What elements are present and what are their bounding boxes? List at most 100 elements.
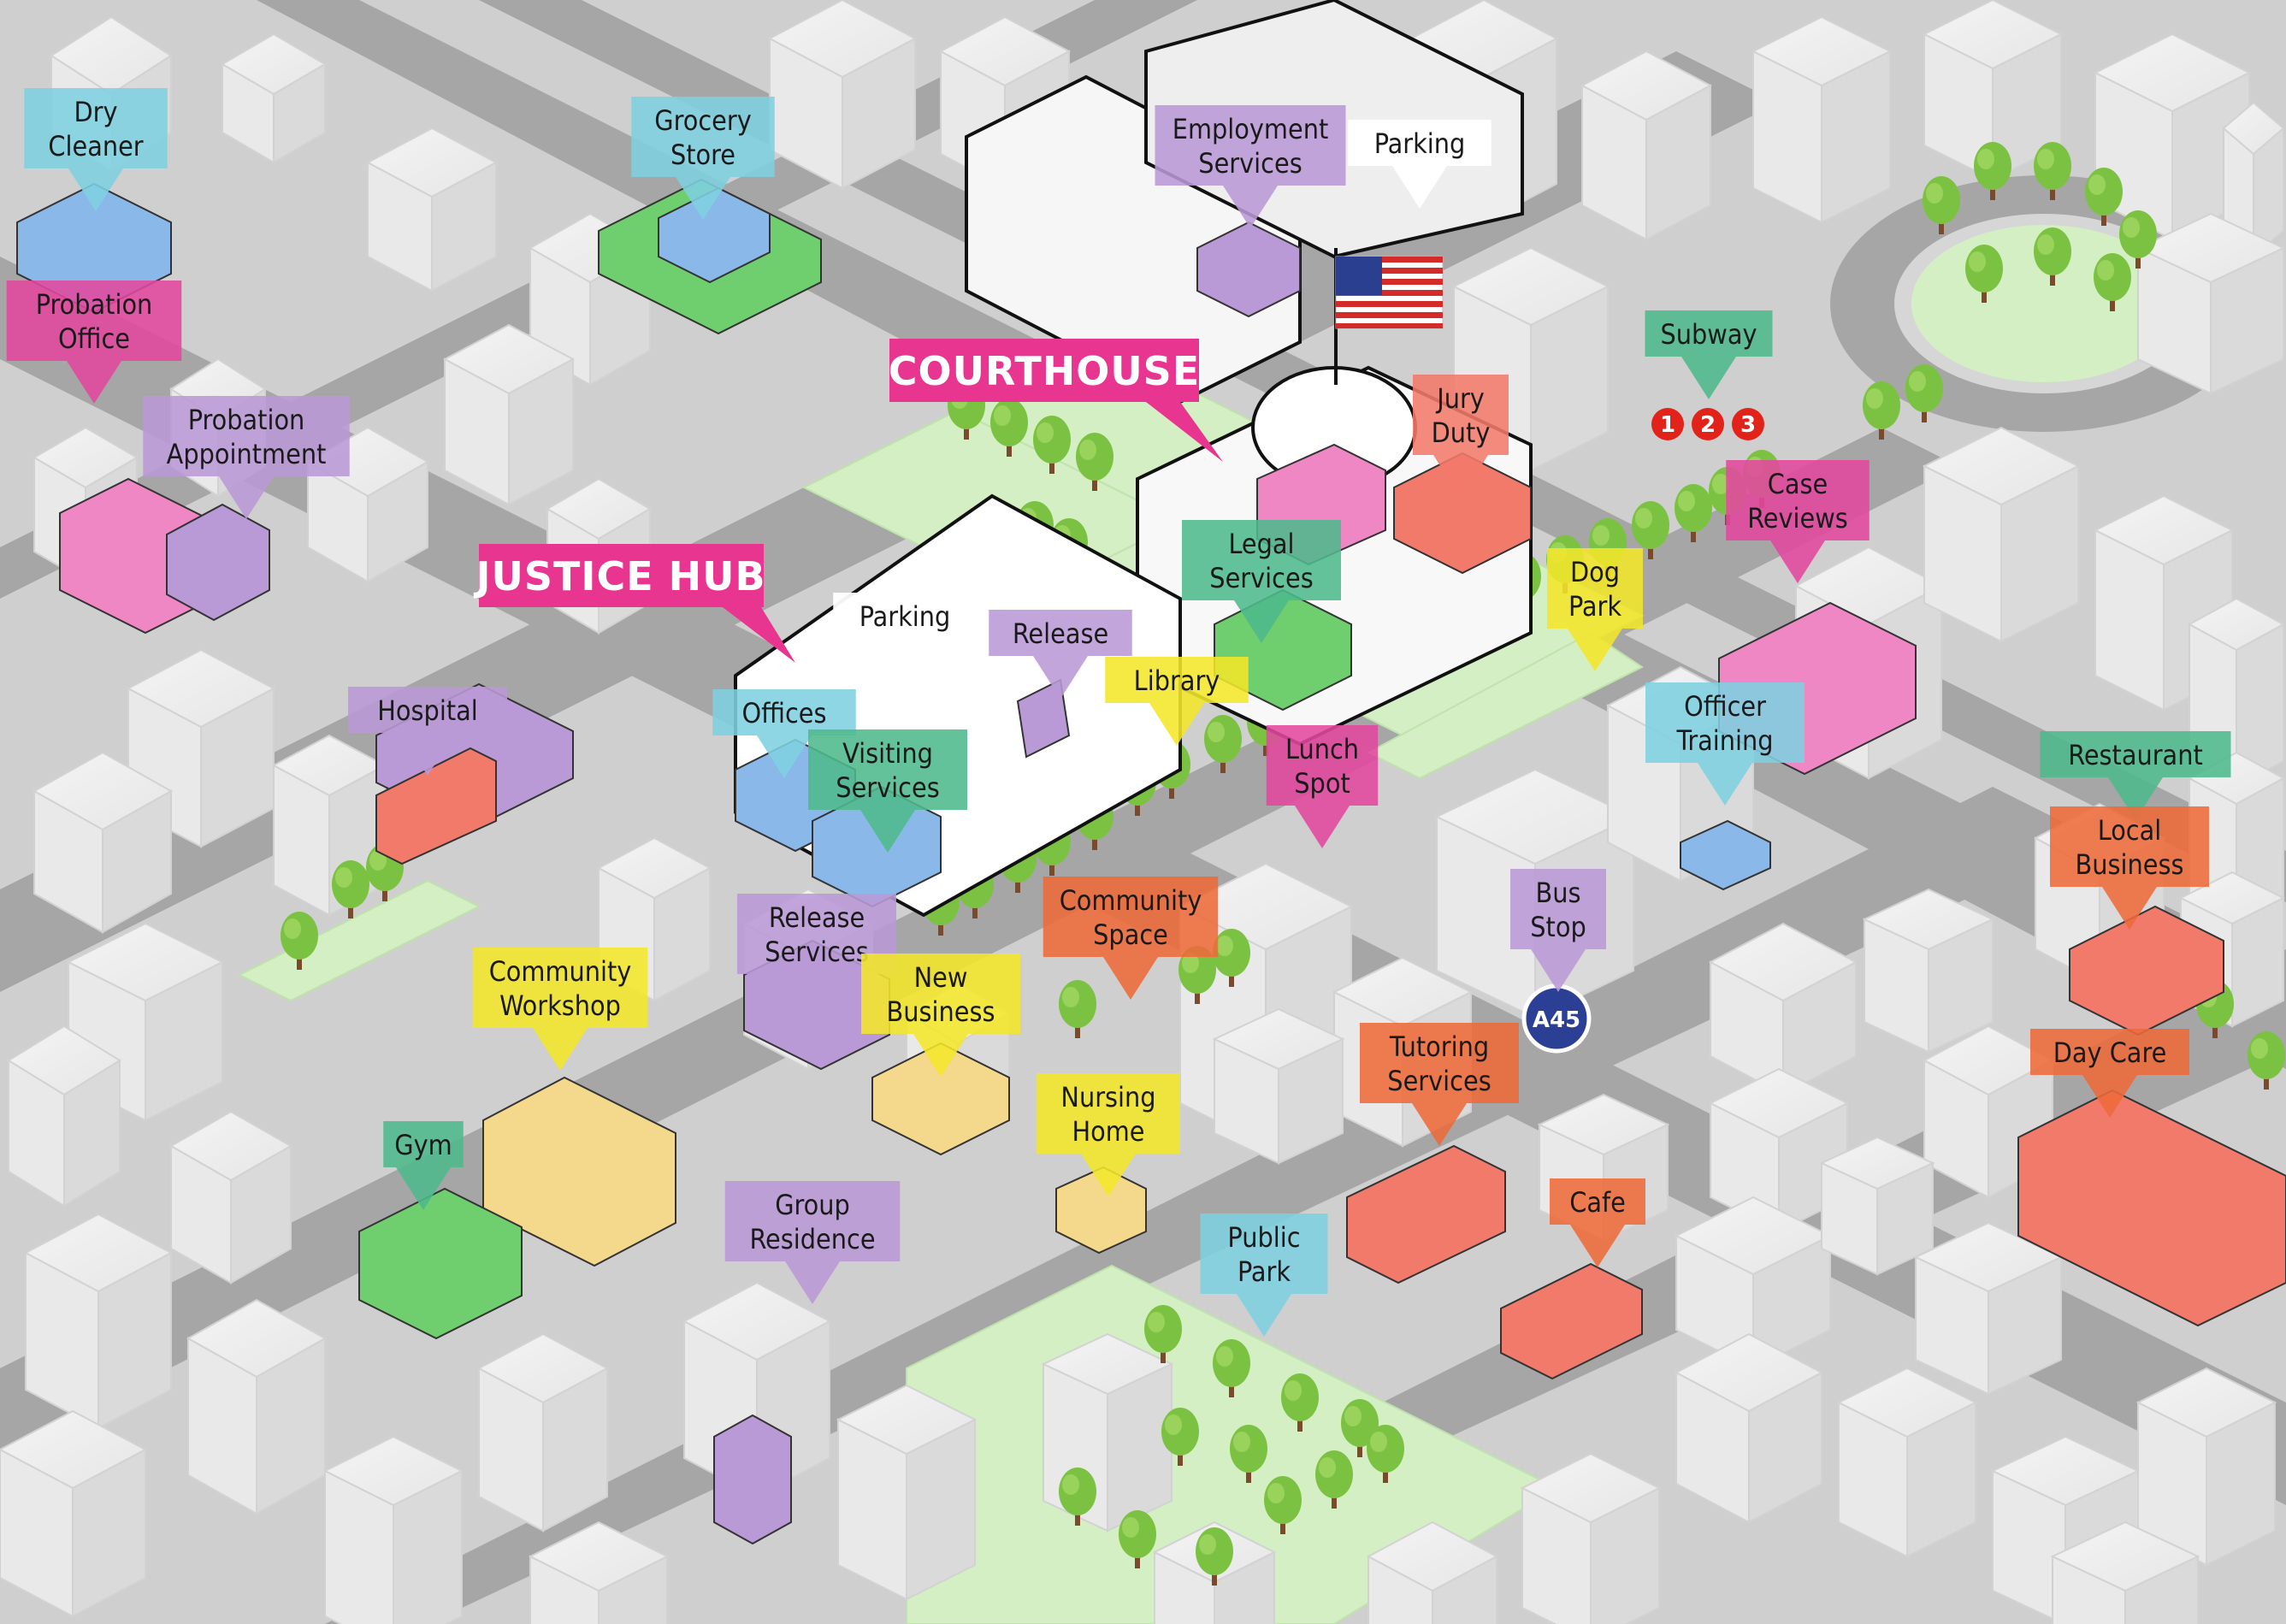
building [1751,15,1893,224]
callout-shape [833,593,977,682]
callout-shape [1105,657,1249,746]
tree-icon [1213,1339,1250,1397]
callout-text: Public [1227,1221,1300,1254]
callout-text: Dry [74,96,117,128]
tree-icon [1863,381,1900,440]
callout-text: Workshop [499,989,621,1022]
building [221,32,327,164]
callout-text: Home [1072,1115,1144,1148]
callout-shape [989,610,1132,699]
tree-icon [1204,715,1242,773]
callout-text: Services [765,936,868,968]
building [528,1521,670,1624]
callout-shape [861,954,1020,1077]
tree-icon [2248,1031,2285,1090]
callout-text: Duty [1432,416,1491,449]
tree-icon [1632,501,1669,559]
callout-text: Training [1675,724,1773,757]
callout-shape [1645,682,1805,806]
callout-text: Office [58,322,130,355]
callout-shape [1182,520,1341,643]
callout-text: Release [1013,617,1108,650]
building [186,1298,328,1515]
callout-text: Dog [1570,556,1620,588]
header-courthouse: COURTHOUSE [889,348,1200,394]
callout-shape [724,1181,901,1304]
callout-shape [472,948,648,1071]
building [836,1384,978,1601]
callout-shape [2050,806,2209,930]
callout-gym: Gym [383,1121,464,1210]
tree-icon [2034,227,2071,286]
callout-shape [712,689,856,778]
callout-shape [1550,1178,1645,1267]
building [7,1025,121,1208]
callout-shape [631,97,775,220]
callout-shape [1360,1023,1519,1146]
callout-text: Services [1209,562,1313,594]
callout-text: Services [836,771,939,804]
tree-icon [1076,433,1113,491]
callout-text: Services [1198,147,1302,180]
callout-text: Business [887,995,995,1028]
callout-hospital: Hospital [348,687,507,776]
building [1922,0,2064,181]
callout-shape [1413,375,1509,498]
callout-text: Probation [188,404,305,436]
callout-text: Park [1568,590,1621,623]
tree-icon [1281,1373,1319,1432]
callout-text: Restaurant [2068,739,2202,771]
callout-shape [1348,120,1492,209]
callout-offices: Offices [712,689,856,778]
callout-text: Day Care [2053,1036,2167,1069]
tree-icon [1033,416,1071,474]
callout-shape [2030,1029,2189,1118]
callout-text: Visiting [842,737,933,770]
tree-icon [1178,946,1216,1004]
tree-icon [1119,1510,1156,1568]
callout-text: Subway [1660,318,1757,351]
header-justice-hub: JUSTICE HUB [473,553,765,599]
callout-text: Cleaner [48,130,143,162]
building [1836,1367,1978,1558]
building [1674,1196,1833,1370]
callout-shape [143,396,350,519]
building [1819,1136,1935,1276]
callout-shape [1037,1073,1180,1196]
callout-text: Parking [1374,127,1466,160]
building [476,1332,610,1532]
tree-icon [332,860,369,918]
building [365,127,499,292]
tree-icon [1315,1450,1353,1509]
building [767,0,918,190]
callout-text: Cafe [1569,1186,1626,1219]
callout-shape [1200,1214,1328,1337]
tree-icon [1905,364,1943,422]
callout-restaurant: Restaurant [2040,731,2231,820]
tree-icon [1161,1408,1199,1466]
building [1366,1521,1499,1624]
tree-icon [2119,210,2157,269]
callout-text: Business [2076,848,2184,881]
callout-text: Officer [1684,690,1766,723]
callout-text: Bus [1536,877,1581,909]
callout-text: Parking [859,600,951,633]
building [442,323,576,506]
callout-shape [737,894,896,1017]
callout-shape [1266,725,1379,848]
callout-text: Tutoring [1389,1031,1489,1063]
callout-shape [1043,877,1219,1000]
building [1708,922,1858,1096]
